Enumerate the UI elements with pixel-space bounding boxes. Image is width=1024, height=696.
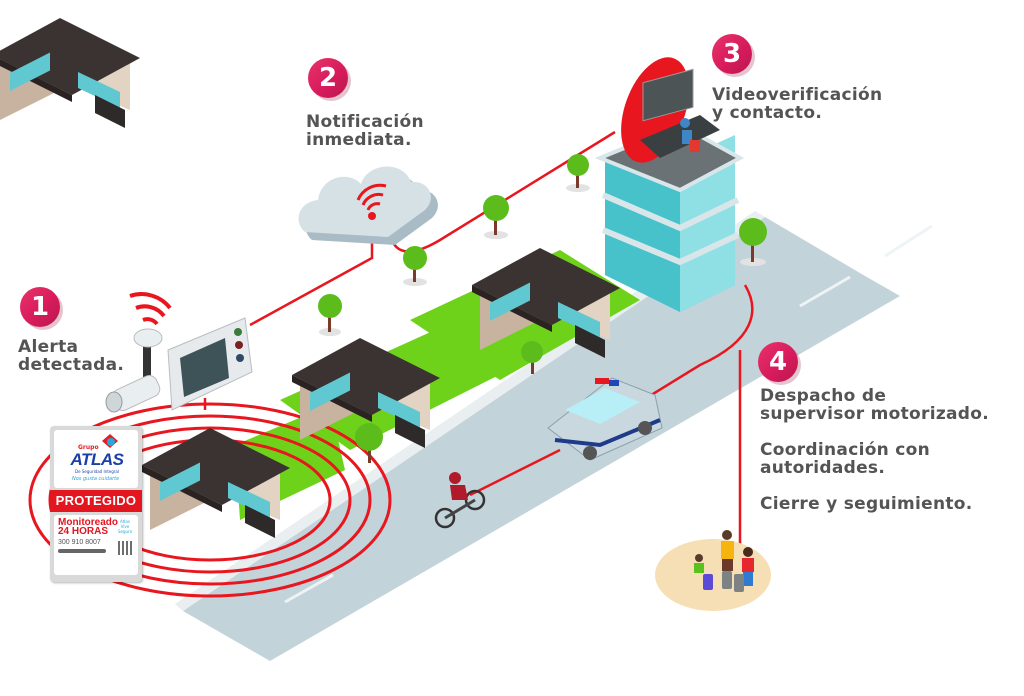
- tree-icon: [521, 341, 543, 374]
- family-icon: [655, 530, 771, 611]
- tree-icon: [318, 294, 342, 336]
- step-4-action-closure: Cierre y seguimiento.: [760, 494, 973, 514]
- monitor-wall-icon: [621, 57, 720, 163]
- link-panel-to-cloud: [249, 232, 374, 327]
- wifi-signal-icon: [356, 183, 387, 211]
- road-lane-marking: [799, 275, 851, 308]
- step-3-label: Videoverificación y contacto.: [712, 85, 883, 123]
- step-2-label: Notificación inmediata.: [306, 112, 424, 150]
- sign-slogan: Nos gusta cuidarte: [72, 476, 120, 482]
- sign-info-area: Monitoreado 24 HORAS 300 910 8007 Atlas …: [54, 515, 138, 575]
- camera-icon: [105, 292, 172, 413]
- sign-monitoring-line2: 24 HORAS: [58, 526, 109, 537]
- tree-icon: [566, 154, 590, 192]
- step-1-label: Alerta detectada.: [18, 337, 125, 375]
- sign-monitoring-line1: Monitoreado: [58, 517, 118, 528]
- police-car-icon: [547, 377, 663, 461]
- motorcycle-icon: [434, 472, 486, 529]
- cloud-icon: [298, 166, 438, 245]
- sign-logo-area: Grupo ATLAS De Seguridad Integral Nos gu…: [54, 430, 138, 488]
- sign-tagline: De Seguridad Integral: [75, 469, 119, 474]
- tree-icon: [403, 246, 427, 286]
- tree-icon: [355, 423, 383, 463]
- step-4-badge: 4: [758, 342, 798, 382]
- sign-brand-prefix: Grupo: [78, 444, 99, 451]
- link-car-to-moto: [469, 448, 561, 497]
- wifi-signal-icon: [129, 292, 172, 326]
- road-lane-marking: [884, 224, 933, 258]
- step-1-badge: 1: [20, 287, 60, 327]
- step-4-action-dispatch: Despacho de supervisor motorizado.: [760, 386, 989, 424]
- house-icon: [0, 18, 140, 128]
- security-sign: Grupo ATLAS De Seguridad Integral Nos gu…: [50, 426, 142, 582]
- step-4-action-coordination: Coordinación con autoridades.: [760, 440, 931, 478]
- atlas-logo-icon: [102, 434, 118, 448]
- step-4-actions: Despacho de supervisor motorizado. Coord…: [760, 387, 989, 531]
- sign-phone: 300 910 8007: [58, 539, 101, 546]
- qr-code-icon: [118, 541, 132, 555]
- sign-monitoring: Monitoreado 24 HORAS: [58, 517, 118, 537]
- intercom-panel-icon: [167, 317, 253, 411]
- sign-bar: [58, 549, 106, 553]
- sign-mini-badge: Atlas Vive Seguro: [117, 519, 133, 534]
- tree-icon: [739, 218, 767, 266]
- sign-brand: ATLAS: [70, 450, 124, 469]
- link-building-to-road: [569, 284, 754, 447]
- tree-icon: [483, 195, 509, 239]
- road-lane-marking: [284, 573, 334, 604]
- step-2-badge: 2: [308, 58, 348, 98]
- building-icon: [594, 122, 745, 312]
- step-3-badge: 3: [712, 34, 752, 74]
- sign-status: PROTEGIDO: [50, 490, 142, 512]
